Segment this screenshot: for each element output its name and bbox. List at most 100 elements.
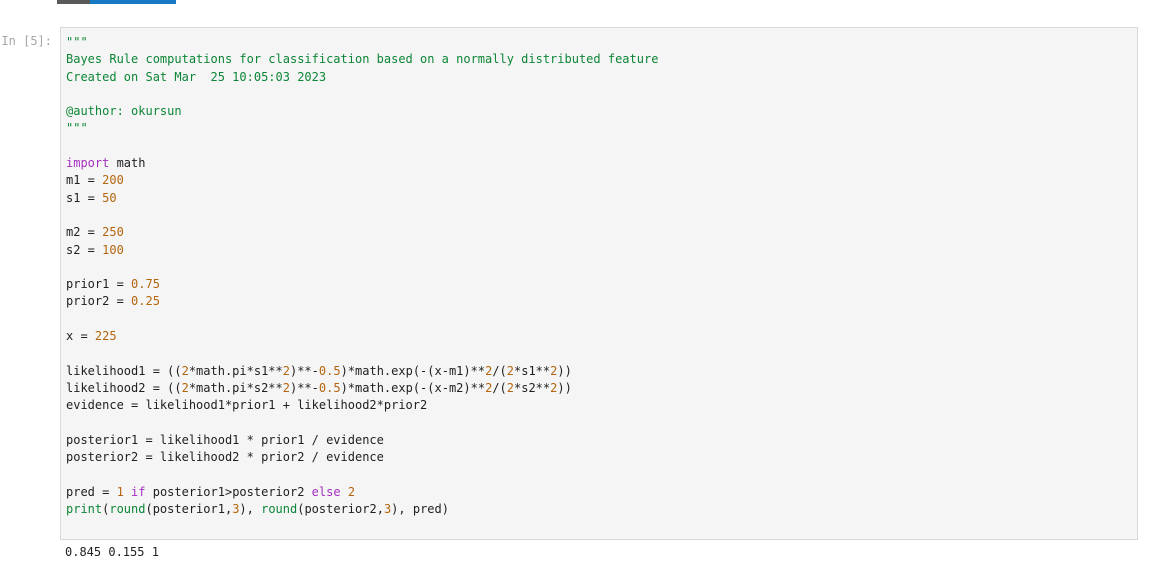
code-token-pln: posterior1 = likelihood1 * prior1 / evid… <box>66 432 384 447</box>
code-token-pln: *s2** <box>514 380 551 395</box>
code-token-pln: m1 = <box>66 173 103 188</box>
code-token-pln: s2 = <box>66 242 103 257</box>
code-token-num: 50 <box>102 190 117 205</box>
code-token-pln: )*math.exp(-(x-m1)** <box>340 363 486 378</box>
code-line: prior2 = 0.25 <box>66 293 1133 310</box>
code-line: print(round(posterior1,3), round(posteri… <box>66 501 1133 518</box>
code-token-pln: (posterior1, <box>145 502 233 517</box>
code-line: s2 = 100 <box>66 242 1133 259</box>
code-line: x = 225 <box>66 328 1133 345</box>
code-token-pln: prior1 = <box>66 277 132 292</box>
code-token-num: 2 <box>506 363 514 378</box>
code-token-num: 250 <box>102 225 124 240</box>
code-token-pln: *math.pi*s2** <box>188 380 283 395</box>
code-token-num: 2 <box>347 484 356 499</box>
cell-execution-prompt: In [5]: <box>1 34 52 48</box>
code-token-num: 1 <box>116 484 124 499</box>
code-token-pln: (posterior2, <box>297 502 384 517</box>
code-token-pln: )) <box>557 363 572 378</box>
code-token-num: 0.75 <box>131 277 160 292</box>
code-token-num: 0.5 <box>318 363 341 378</box>
code-token-pln: prior2 = <box>66 294 132 309</box>
code-token-str: Bayes Rule computations for classificati… <box>66 52 659 67</box>
code-token-fn: round <box>261 502 298 517</box>
code-line: likelihood1 = ((2*math.pi*s1**2)**-0.5)*… <box>66 363 1133 380</box>
code-token-num: 2 <box>282 380 290 395</box>
code-line <box>66 86 1133 103</box>
code-token-num: 2 <box>550 363 558 378</box>
code-line: evidence = likelihood1*prior1 + likeliho… <box>66 397 1133 414</box>
code-token-pln: m2 = <box>66 225 103 240</box>
code-line: prior1 = 0.75 <box>66 276 1133 293</box>
code-token-kw: if <box>131 484 146 499</box>
code-token-pln: pred = <box>66 484 117 499</box>
code-token-num: 3 <box>383 502 392 517</box>
code-line <box>66 466 1133 483</box>
code-token-num: 2 <box>485 363 493 378</box>
code-token-num: 2 <box>181 380 189 395</box>
code-token-str: """ <box>66 121 88 136</box>
code-token-pln: )) <box>557 380 572 395</box>
tab-strip-fragment-dark <box>57 0 90 4</box>
code-token-pln <box>124 485 131 499</box>
code-token-fn: round <box>109 502 146 517</box>
code-line: posterior2 = likelihood2 * prior2 / evid… <box>66 449 1133 466</box>
code-token-pln: math <box>109 156 146 171</box>
code-token-str: """ <box>66 35 88 49</box>
code-token-num: 225 <box>94 329 117 344</box>
code-line: Bayes Rule computations for classificati… <box>66 51 1133 68</box>
code-token-pln: *s1** <box>514 363 551 378</box>
code-line <box>66 311 1133 328</box>
code-token-str: Created on Sat Mar 25 10:05:03 2023 <box>66 69 327 84</box>
code-line <box>66 259 1133 276</box>
cell-output: 0.845 0.155 1 <box>65 545 159 559</box>
code-token-num: 2 <box>282 363 290 378</box>
code-token-num: 2 <box>506 380 514 395</box>
code-token-kw: import <box>66 156 110 171</box>
code-line: posterior1 = likelihood1 * prior1 / evid… <box>66 432 1133 449</box>
code-token-pln: /( <box>492 363 507 378</box>
code-token-pln: x = <box>66 329 95 344</box>
code-line: """ <box>66 120 1133 137</box>
code-line: """ <box>66 34 1133 51</box>
code-line <box>66 138 1133 155</box>
code-token-pln: ( <box>102 502 110 517</box>
code-token-pln: posterior2 = likelihood2 * prior2 / evid… <box>66 450 384 465</box>
code-line: m1 = 200 <box>66 172 1133 189</box>
code-line <box>66 415 1133 432</box>
code-cell[interactable]: """ Bayes Rule computations for classific… <box>60 27 1138 540</box>
code-line: Created on Sat Mar 25 10:05:03 2023 <box>66 69 1133 86</box>
code-line: m2 = 250 <box>66 224 1133 241</box>
code-token-pln: likelihood1 = (( <box>66 363 182 378</box>
code-token-kw: else <box>311 484 341 499</box>
code-line: import math <box>66 155 1133 172</box>
code-token-fn: print <box>66 502 103 517</box>
code-token-pln: evidence = likelihood1*prior1 + likeliho… <box>66 398 428 413</box>
code-line: pred = 1 if posterior1>posterior2 else 2 <box>66 484 1133 501</box>
code-token-num: 100 <box>102 242 124 257</box>
code-token-pln: ), pred) <box>391 502 449 517</box>
tab-strip-fragment-blue <box>90 0 176 4</box>
code-token-pln: )**- <box>289 363 319 378</box>
code-token-num: 200 <box>102 173 124 188</box>
code-editor[interactable]: """ Bayes Rule computations for classific… <box>61 28 1137 518</box>
code-token-pln: /( <box>492 380 507 395</box>
code-line: likelihood2 = ((2*math.pi*s2**2)**-0.5)*… <box>66 380 1133 397</box>
code-token-num: 0.5 <box>318 380 341 395</box>
code-line: s1 = 50 <box>66 190 1133 207</box>
code-token-num: 2 <box>181 363 189 378</box>
code-token-pln: )*math.exp(-(x-m2)** <box>340 380 486 395</box>
code-token-pln: *math.pi*s1** <box>188 363 283 378</box>
code-token-pln: likelihood2 = (( <box>66 380 182 395</box>
code-token-pln: )**- <box>289 380 319 395</box>
code-line <box>66 345 1133 362</box>
code-token-str: @author: okursun <box>66 104 182 119</box>
code-token-num: 2 <box>485 380 493 395</box>
code-token-pln: s1 = <box>66 190 103 205</box>
code-token-pln <box>341 485 348 499</box>
code-token-num: 0.25 <box>131 294 160 309</box>
code-line: @author: okursun <box>66 103 1133 120</box>
code-token-pln: posterior1>posterior2 <box>145 484 312 499</box>
code-line <box>66 207 1133 224</box>
